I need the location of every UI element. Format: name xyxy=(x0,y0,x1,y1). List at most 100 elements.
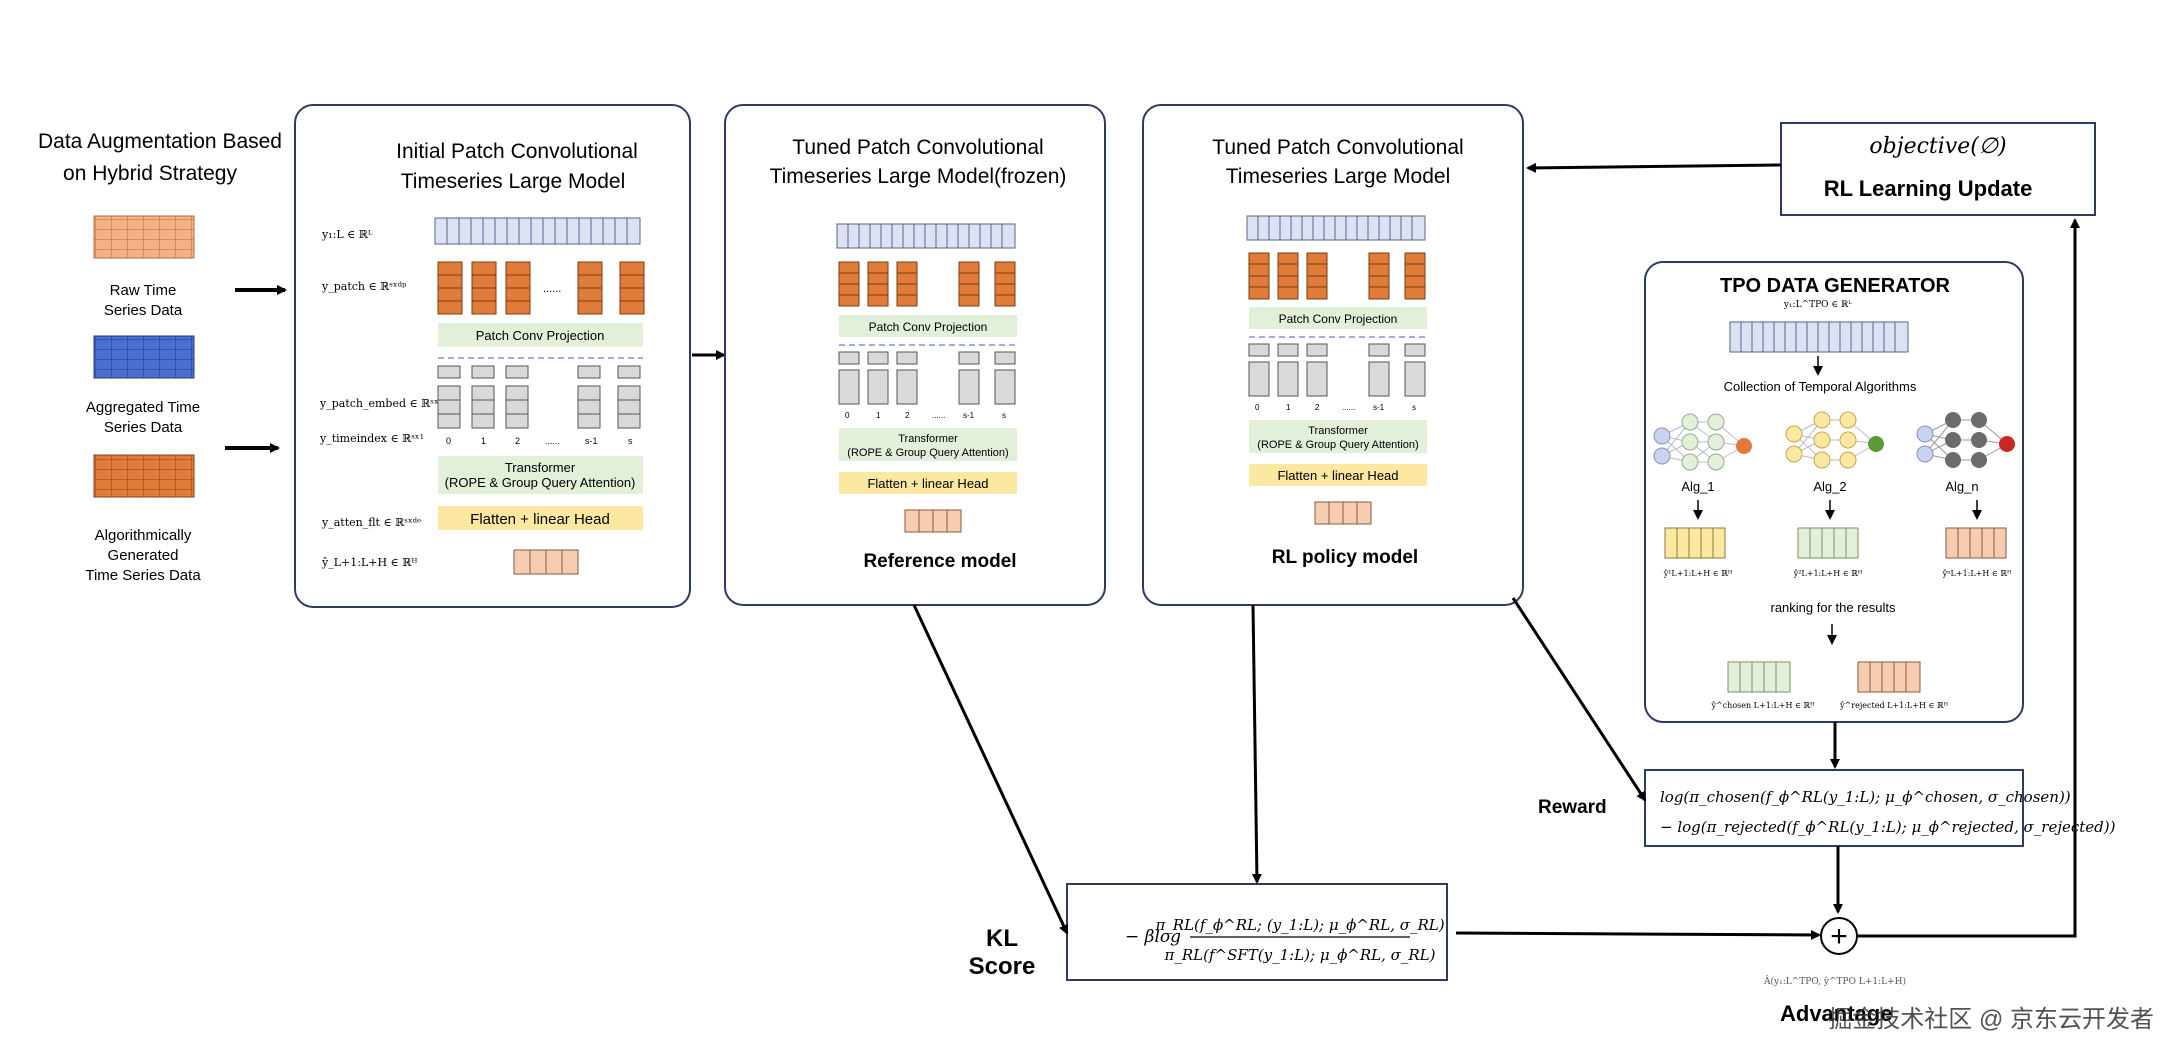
p2-index-s-1: s-1 xyxy=(963,411,975,420)
algn-output-label: ŷⁿL+1:L+H ∈ ℝᴴ xyxy=(1942,569,2012,578)
p1-index-1: 1 xyxy=(481,436,486,446)
p1-index-ellipsis: ...... xyxy=(545,436,560,446)
p1-transformer-line2: (ROPE & Group Query Attention) xyxy=(445,475,636,490)
augmentation-section: Data Augmentation Based on Hybrid Strate… xyxy=(38,130,287,584)
p3-index-0: 0 xyxy=(1255,403,1260,412)
label-y-output: ŷ_L+1:L+H ∈ ℝᴴ xyxy=(321,556,417,569)
algn-label: Alg_n xyxy=(1945,479,1978,494)
alg2-output-label: ŷ²L+1:L+H ∈ ℝᴴ xyxy=(1793,569,1863,578)
objective-to-policy-arrow xyxy=(1526,162,1782,173)
sum-plus: + xyxy=(1830,920,1848,953)
p1-transformer-line1: Transformer xyxy=(505,460,576,475)
p3-flatten-text: Flatten + linear Head xyxy=(1277,468,1398,483)
p2-index-ellipsis: ...... xyxy=(932,411,945,420)
p3-index-1: 1 xyxy=(1286,403,1291,412)
p1-output-sequence xyxy=(513,549,579,575)
kl-denominator: π_RL(f^SFT(y_1:L); μ_ϕ^RL, σ_RL) xyxy=(1163,946,1435,964)
reward-section: Reward log(π_chosen(f_ϕ^RL(y_1:L); μ_ϕ^c… xyxy=(1538,769,2116,847)
label-y-timeindex: y_timeindex ∈ ℝˢˣ¹ xyxy=(319,432,424,445)
p1-transformer-box xyxy=(438,456,643,494)
kl-label-line2: Score xyxy=(969,953,1036,980)
panel-initial-title-line2: Timeseries Large Model xyxy=(401,170,625,193)
aggregated-data-label-line1: Aggregated Time xyxy=(86,399,200,416)
panel-reference-model: Tuned Patch Convolutional Timeseries Lar… xyxy=(724,104,1106,606)
p3-transformer-line2: (ROPE & Group Query Attention) xyxy=(1257,439,1418,451)
aggregated-data-label-line2: Series Data xyxy=(104,419,183,436)
p2-index-s: s xyxy=(1002,411,1006,420)
p2-patch-blocks xyxy=(838,261,1016,307)
tpo-collection-label: Collection of Temporal Algorithms xyxy=(1724,379,1917,394)
p3-index-s-1: s-1 xyxy=(1373,403,1385,412)
rejected-label: ŷ^rejected L+1:L+H ∈ ℝᴴ xyxy=(1839,701,1949,710)
algn-network-icon xyxy=(1916,412,2015,468)
p3-flatten-box xyxy=(1249,464,1427,486)
raw-data-label-line2: Series Data xyxy=(104,302,183,319)
reward-label: Reward xyxy=(1538,797,1607,818)
panel-initial-model: Initial Patch Convolutional Timeseries L… xyxy=(294,104,691,608)
raw-data-label-line1: Raw Time xyxy=(110,282,177,299)
panel-policy-frame xyxy=(1142,104,1524,606)
alg1-output xyxy=(1664,527,1726,559)
advantage-label: Advantage xyxy=(1780,1001,1892,1026)
reward-formula-line1: log(π_chosen(f_ϕ^RL(y_1:L); μ_ϕ^chosen, … xyxy=(1660,788,2071,806)
algorithmic-data-grid xyxy=(93,454,195,498)
p2-flatten-text: Flatten + linear Head xyxy=(867,476,988,491)
p2-patch-proj-box xyxy=(839,315,1017,337)
reference-to-kl-arrow xyxy=(912,604,1069,935)
kl-section: KL Score − βlog π_RL(f_ϕ^RL; (y_1:L); μ_… xyxy=(969,883,1448,981)
kl-frame xyxy=(1066,883,1448,981)
alg2-output xyxy=(1797,527,1859,559)
ranking-label: ranking for the results xyxy=(1770,600,1896,615)
p2-flatten-box xyxy=(839,472,1017,494)
panel-policy-model: Tuned Patch Convolutional Timeseries Lar… xyxy=(1142,104,1524,606)
algorithmic-data-label-line1: Algorithmically xyxy=(95,527,192,544)
p3-output-sequence xyxy=(1314,501,1372,525)
p1-index-0: 0 xyxy=(446,436,451,446)
p3-index-2: 2 xyxy=(1315,403,1320,412)
alg1-network-icon xyxy=(1653,413,1752,471)
label-y-atten: y_atten_flt ∈ ℝˢˣᵈᵉ xyxy=(321,516,421,529)
panel-initial-title-line1: Initial Patch Convolutional xyxy=(396,140,638,163)
chosen-label: ŷ^chosen L+1:L+H ∈ ℝᴴ xyxy=(1710,701,1815,710)
tpo-input-sequence xyxy=(1729,321,1909,353)
alg1-label: Alg_1 xyxy=(1681,479,1714,494)
p1-index-2: 2 xyxy=(515,436,520,446)
p2-transformer-line2: (ROPE & Group Query Attention) xyxy=(847,447,1008,459)
p2-embed-tokens xyxy=(838,351,1016,405)
sum-node: + Â(y₁:L^TPO, ŷ^TPO L+1:L+H) Advantage xyxy=(1763,917,1906,1026)
p2-output-sequence xyxy=(904,509,962,533)
p3-index-s: s xyxy=(1412,403,1416,412)
p1-patch-proj-box xyxy=(438,323,643,347)
objective-frame xyxy=(1780,122,2096,216)
policy-to-reward-arrow xyxy=(1511,597,1647,802)
p1-index-s-1: s-1 xyxy=(585,436,598,446)
p3-transformer-box xyxy=(1249,420,1427,453)
p1-index-row: 0 1 2 ...... s-1 s xyxy=(446,436,633,446)
panel-reference-title-line2: Timeseries Large Model(frozen) xyxy=(770,165,1067,188)
alg2-network-icon xyxy=(1785,411,1884,469)
panel-policy-title-line2: Timeseries Large Model xyxy=(1226,165,1450,188)
p3-input-sequence xyxy=(1246,215,1426,241)
advantage-formula: Â(y₁:L^TPO, ŷ^TPO L+1:L+H) xyxy=(1763,975,1906,987)
p2-patch-proj-text: Patch Conv Projection xyxy=(869,320,988,334)
rejected-output xyxy=(1857,661,1921,693)
p2-index-row: 0 1 2 ...... s-1 s xyxy=(845,411,1006,420)
tpo-generator: TPO DATA GENERATOR y₁:L^TPO ∈ ℝᴸ Collect… xyxy=(1644,261,2024,723)
p3-patch-proj-text: Patch Conv Projection xyxy=(1279,312,1398,326)
objective-box: objective(∅) RL Learning Update xyxy=(1780,122,2096,216)
watermark: 掘金技术社区 @ 京东云开发者 xyxy=(1828,1006,2154,1033)
aggregated-data-grid xyxy=(93,335,195,379)
kl-label-line1: KL xyxy=(986,925,1018,952)
p2-index-0: 0 xyxy=(845,411,850,420)
p3-patch-blocks xyxy=(1248,252,1426,300)
policy-to-kl-arrow xyxy=(1251,604,1262,884)
p1-patch-ellipsis: ...... xyxy=(543,283,561,295)
tpo-input-label: y₁:L^TPO ∈ ℝᴸ xyxy=(1783,300,1853,310)
augmentation-title-line1: Data Augmentation Based xyxy=(38,130,282,153)
augmentation-title-line2: on Hybrid Strategy xyxy=(63,162,237,185)
p2-index-2: 2 xyxy=(905,411,910,420)
label-y-input: y₁:L ∈ ℝᴸ xyxy=(321,228,373,241)
p3-index-ellipsis: ...... xyxy=(1342,403,1355,412)
label-y-patch: y_patch ∈ ℝˢˣᵈᵖ xyxy=(321,280,407,293)
